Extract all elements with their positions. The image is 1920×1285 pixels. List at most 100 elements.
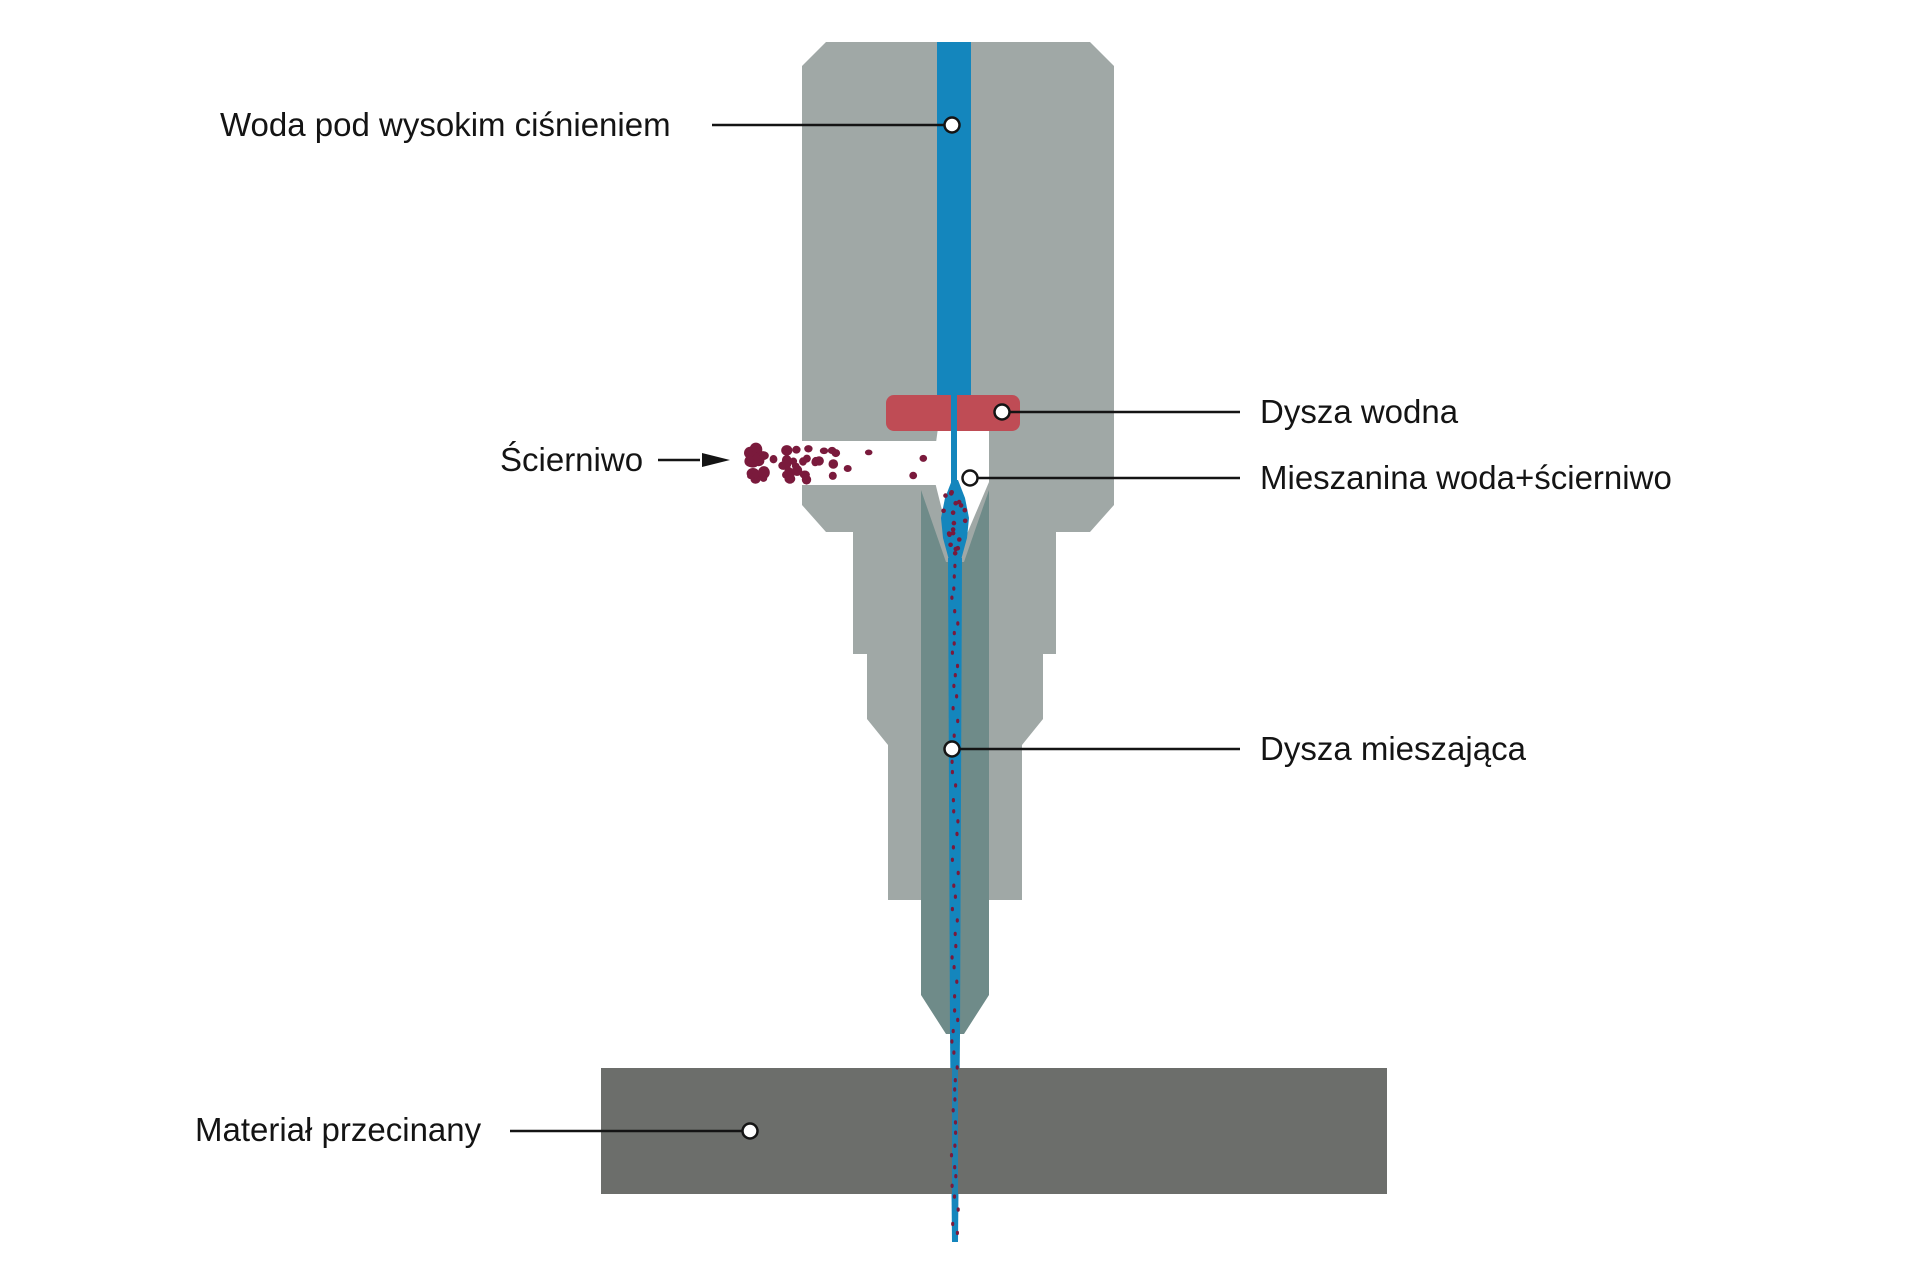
abrasive-particle [792,465,803,476]
marker-high-pressure-water [943,116,961,134]
abrasive-particle [953,894,958,899]
abrasive-particle [769,455,778,464]
water-jet-orifice [951,395,957,485]
label-cut-material: Materiał przecinany [195,1111,482,1148]
abrasive-particle [950,759,954,764]
abrasive-particle [909,471,918,480]
abrasive-particle [953,931,957,937]
abrasive-particle [948,542,953,548]
abrasive-particle [947,532,952,537]
water-channel [937,42,971,398]
abrasive-particle [953,1143,957,1148]
abrasive-particle [831,449,841,458]
abrasive-particle [954,943,958,949]
abrasive-particle [759,475,768,482]
abrasive-particle [952,733,956,738]
abrasive-particle [957,537,962,542]
label-mixture: Mieszanina woda+ścierniwo [1260,459,1672,496]
abrasive-particle [950,527,956,532]
abrasive-particle [953,1008,957,1013]
abrasive-particle [953,1097,957,1102]
abrasive-particle [952,551,958,556]
abrasive-particle [950,1183,954,1189]
abrasive-particle [953,994,957,999]
abrasive-particle [752,454,761,462]
abrasive-particle [953,1087,957,1092]
abrasive-particle [801,474,812,485]
abrasive-particle [951,520,957,526]
abrasive-particle [941,508,946,514]
abrasive-particle [952,883,956,888]
abrasive-particle [950,769,955,775]
marker-dots [741,116,1011,1140]
abrasive-particle [953,546,959,552]
abrasive-particle [956,1207,960,1212]
abrasive-particle [951,798,956,803]
abrasive-particle [953,563,957,569]
abrasive-particle [950,857,955,862]
abrasive-particle [962,518,968,524]
marker-cut-material [741,1122,759,1140]
abrasive-inlet-channel [740,441,940,485]
abrasive-particle [955,694,959,699]
abrasive-particle [955,831,959,837]
abrasive-particle [953,1078,957,1083]
abrasive-particle [956,819,960,824]
abrasive-particle [781,455,792,466]
abrasive-particle [950,595,954,600]
abrasive-particle [958,503,964,508]
abrasive-particle [955,918,959,923]
abrasive-particle [952,809,956,814]
arrow-head-icon [702,453,730,467]
abrasive-particle [781,445,793,456]
abrasive-particle [828,471,837,480]
abrasive-particle [956,718,960,724]
abrasive-particle [953,673,957,678]
abrasive-particle [951,1221,955,1227]
abrasive-particle [784,466,793,477]
abrasive-particle [950,906,955,912]
mixed-jet-cone [941,480,969,560]
abrasive-particle [952,586,956,591]
marker-mixture [961,469,979,487]
abrasive-particle [950,1039,954,1044]
abrasive-particle [955,1230,960,1236]
abrasive-particle [955,1065,959,1070]
leader-lines [510,123,1240,1133]
abrasive-particle [952,630,956,636]
abrasive-particle [953,500,958,506]
abrasive-particle [949,1153,954,1158]
label-water-nozzle: Dysza wodna [1260,393,1459,430]
abrasive-particle [951,845,956,850]
abrasive-particle [953,1165,957,1170]
abrasive-particle [952,641,956,646]
abrasive-particle [747,473,756,480]
marker-water-nozzle [993,403,1011,421]
abrasive-particle [952,1050,956,1055]
abrasive-particle [951,1028,955,1034]
label-mixing-nozzle: Dysza mieszająca [1260,730,1526,767]
label-abrasive: Ścierniwo [500,441,644,478]
abrasive-particle [811,457,819,467]
abrasive-particle [819,447,829,455]
abrasive-particle [955,979,959,984]
abrasive-particle [953,1120,958,1125]
abrasive-particle [951,706,955,711]
abrasive-particle [792,445,801,454]
abrasive-particle [789,457,798,466]
abrasive-particle [950,955,954,960]
abrasive-particle [962,507,968,513]
abrasive-particle [952,574,956,579]
abrasive-particle [956,621,960,626]
abrasive-particle [951,1108,955,1113]
abrasive-particle [956,870,960,876]
abrasive-particle [950,650,955,655]
abrasive-particle [919,454,928,462]
abrasive-particle [950,530,956,536]
abrasive-particle [953,609,957,614]
abrasive-particle [784,474,796,484]
abrasive-particle [952,965,956,970]
label-high-pressure-water: Woda pod wysokim ciśnieniem [220,106,671,143]
abrasive-particle [952,683,956,689]
